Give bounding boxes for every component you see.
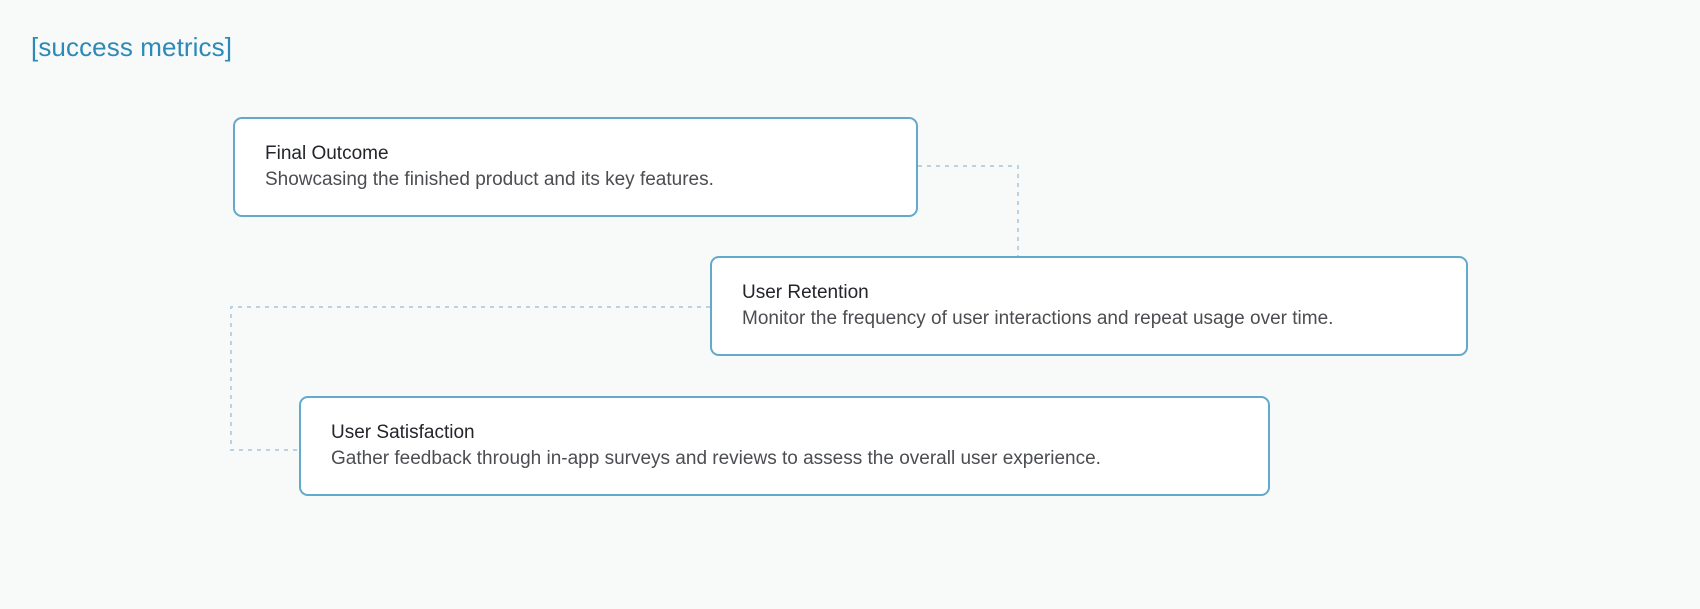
card-final-outcome-content: Final Outcome Showcasing the finished pr… [265, 141, 898, 193]
card-user-retention-content: User Retention Monitor the frequency of … [742, 280, 1448, 332]
card-final-outcome[interactable]: Final Outcome Showcasing the finished pr… [233, 117, 918, 217]
card-user-retention[interactable]: User Retention Monitor the frequency of … [710, 256, 1468, 356]
card-final-outcome-description: Showcasing the finished product and its … [265, 169, 714, 190]
page-title: [success metrics] [31, 32, 233, 62]
card-user-satisfaction-description: Gather feedback through in-app surveys a… [331, 448, 1101, 469]
card-user-satisfaction[interactable]: User Satisfaction Gather feedback throug… [299, 396, 1270, 496]
card-final-outcome-title: Final Outcome [265, 143, 389, 164]
card-user-satisfaction-content: User Satisfaction Gather feedback throug… [331, 420, 1250, 472]
card-user-retention-title: User Retention [742, 282, 869, 303]
card-user-satisfaction-title: User Satisfaction [331, 422, 475, 443]
card-user-retention-description: Monitor the frequency of user interactio… [742, 308, 1334, 329]
connector-final-outcome-to-user-retention [918, 165, 1019, 256]
